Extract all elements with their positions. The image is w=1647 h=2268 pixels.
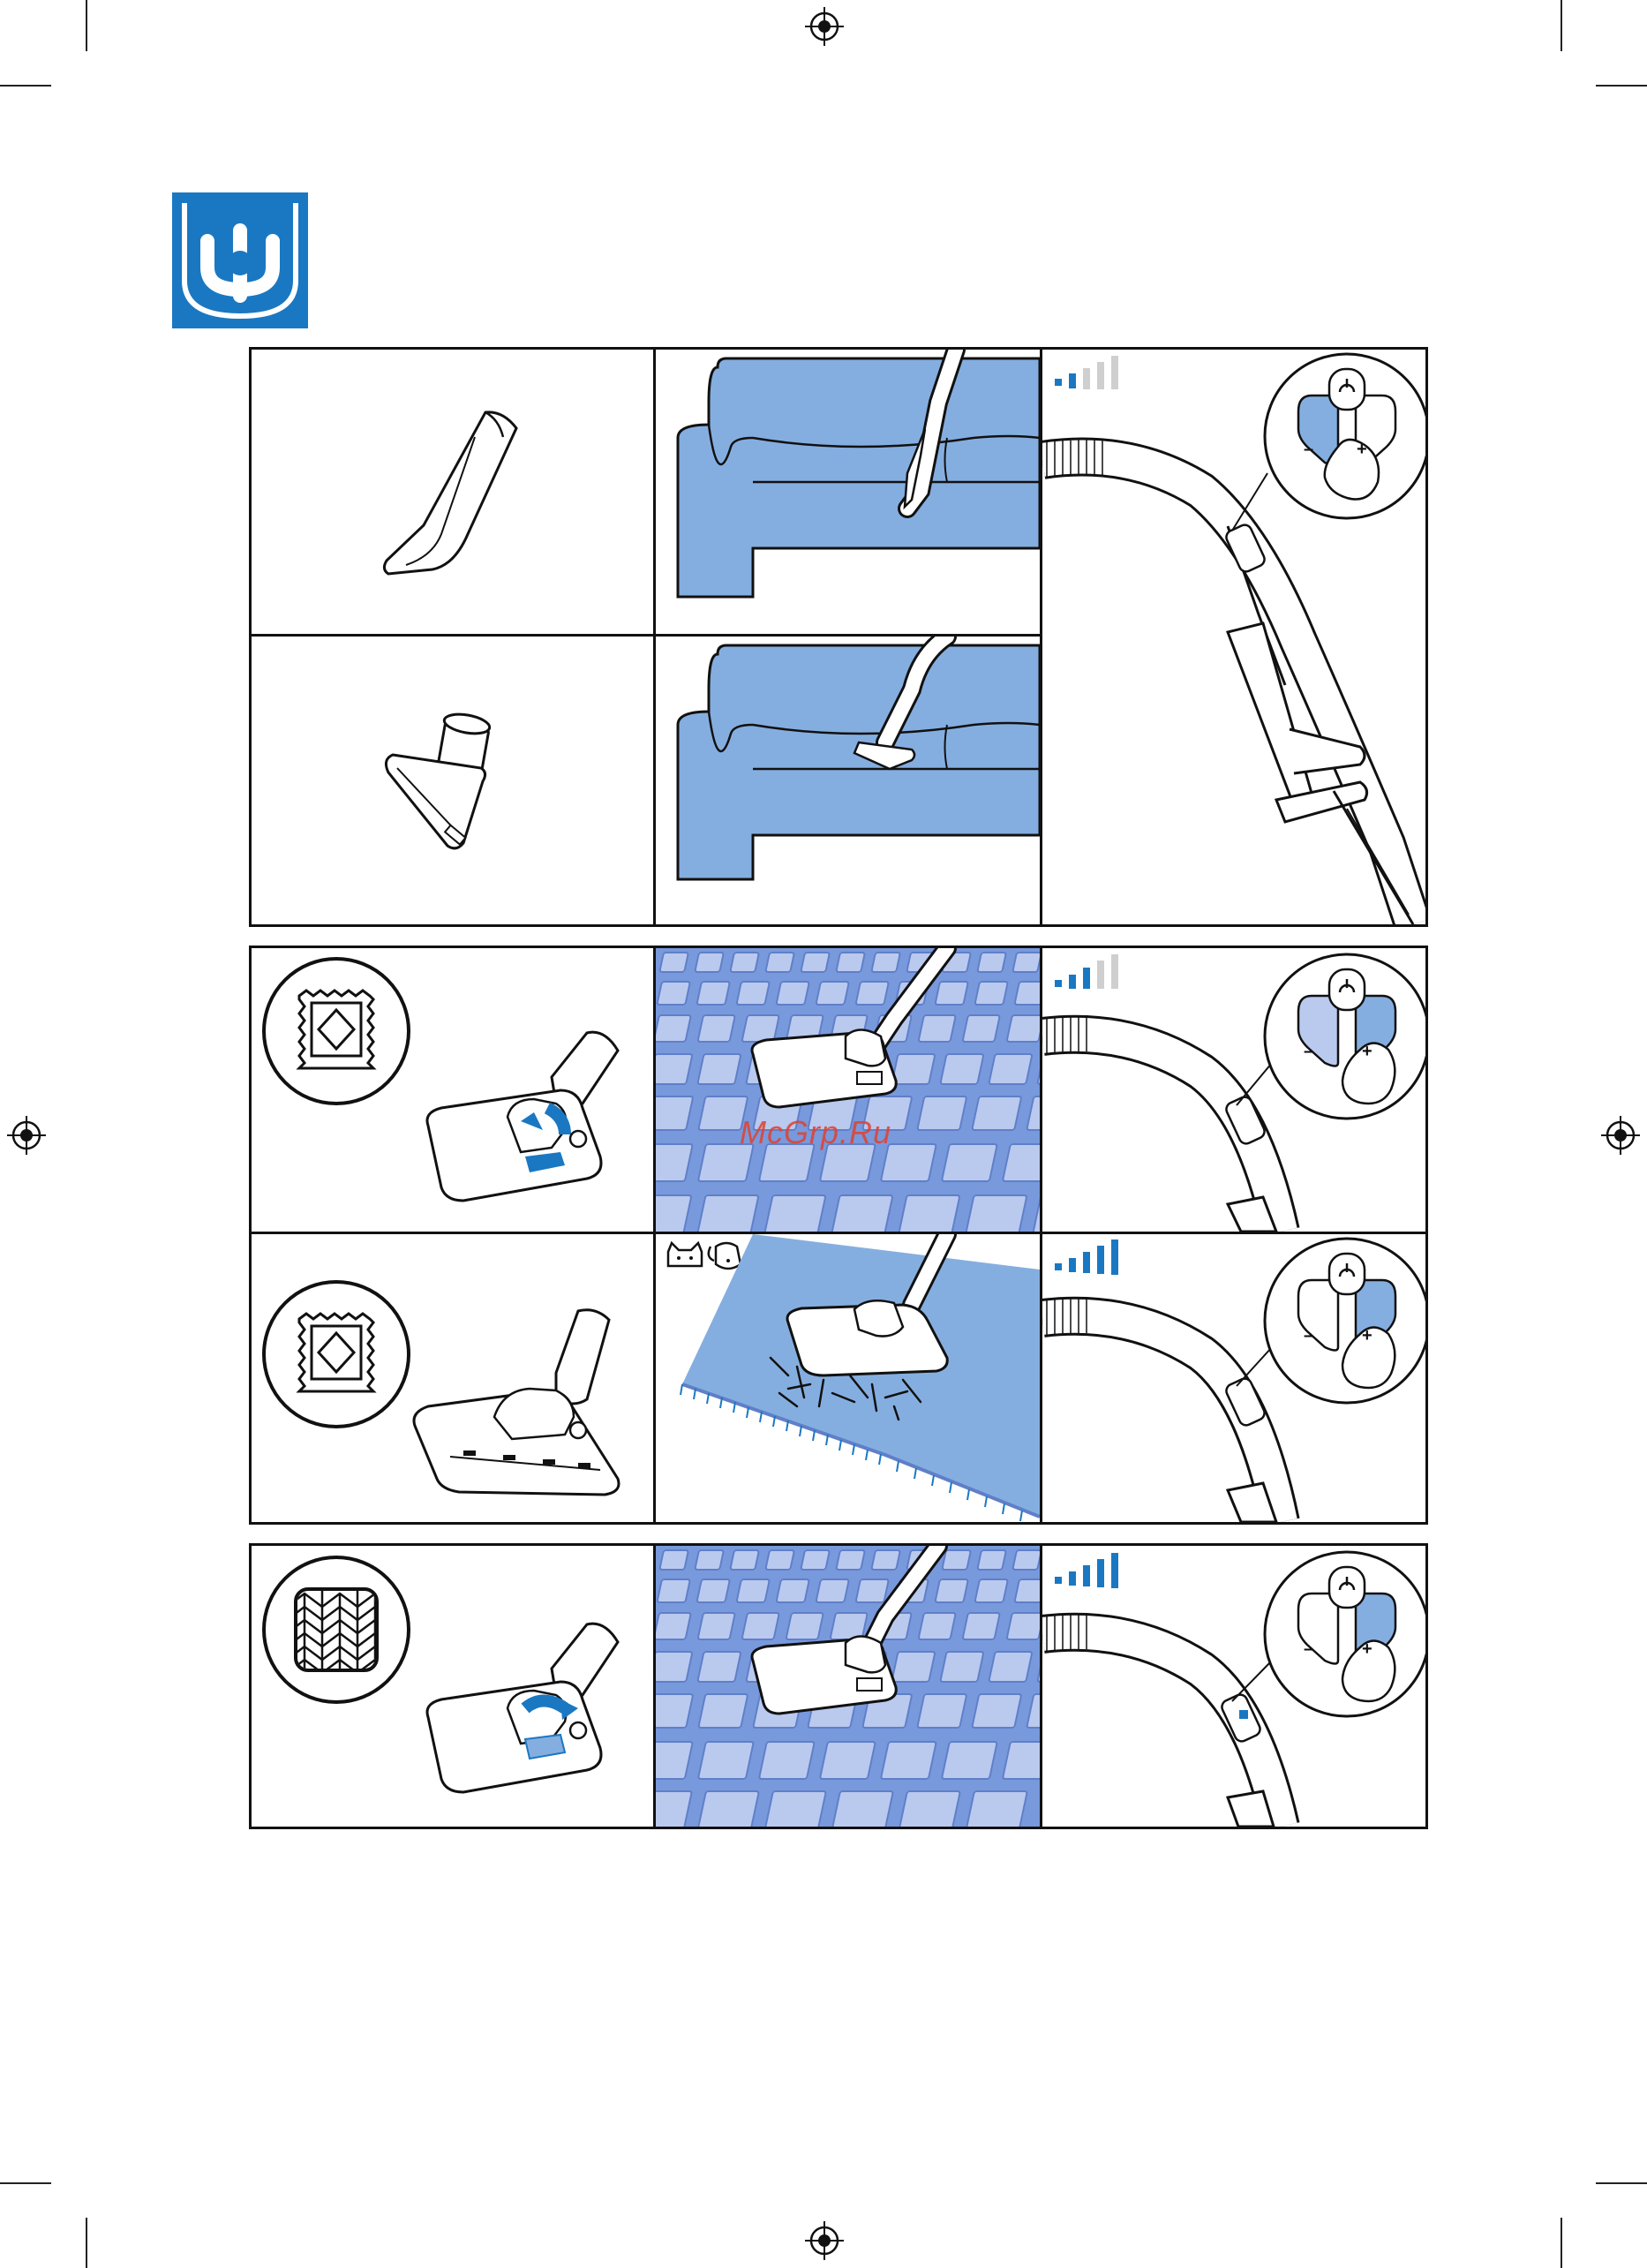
plus-button-label: + xyxy=(1357,440,1367,459)
watermark-text: McGrp.Ru xyxy=(740,1114,891,1151)
minus-button-label: – xyxy=(1304,440,1313,459)
parquet-floor-icon xyxy=(260,1554,412,1706)
hard-floor-icon xyxy=(260,955,412,1107)
power-level-indicator xyxy=(1055,1239,1118,1275)
floor-nozzle-hard-floor-icon xyxy=(410,1024,649,1214)
sofa-crevice-scene xyxy=(656,350,1040,634)
crop-mark xyxy=(1596,85,1647,87)
minus-button-label: – xyxy=(1304,1639,1313,1659)
control-zoom xyxy=(1265,1239,1425,1403)
power-level-indicator xyxy=(1055,1553,1118,1588)
minus-button-label: – xyxy=(1304,1042,1313,1061)
carpet-pet-hair-scene xyxy=(656,1234,1040,1522)
power-level-indicator xyxy=(1055,954,1118,989)
parquet-floor-scene xyxy=(656,1546,1040,1827)
hard-floor-scene xyxy=(656,948,1040,1232)
crop-mark xyxy=(1596,2182,1647,2184)
crop-mark xyxy=(86,2218,87,2268)
plus-button-label: + xyxy=(1362,1326,1372,1345)
control-zoom xyxy=(1265,954,1425,1119)
cat-dog-icon xyxy=(668,1243,741,1269)
registration-mark-icon xyxy=(805,2221,844,2260)
floor-nozzle-carpet-icon xyxy=(397,1302,644,1514)
crop-mark xyxy=(1561,0,1562,51)
power-level-indicator xyxy=(1055,356,1118,389)
control-zoom xyxy=(1265,354,1425,518)
hose-control-hard-floor-scene: – + xyxy=(1042,948,1425,1232)
crop-mark xyxy=(0,85,51,87)
crop-mark xyxy=(86,0,87,51)
control-zoom xyxy=(1265,1552,1425,1716)
carpet-icon xyxy=(260,1278,412,1430)
upholstery-nozzle-icon xyxy=(375,706,525,856)
hose-handle-control-scene: – + xyxy=(1042,350,1425,924)
plus-button-label: + xyxy=(1362,1639,1372,1659)
floor-nozzle-parquet-icon xyxy=(410,1616,649,1805)
hose-control-parquet-scene: – + xyxy=(1042,1546,1425,1827)
registration-mark-icon xyxy=(805,7,844,46)
registration-mark-icon xyxy=(7,1116,46,1155)
hose-control-carpet-scene: – + xyxy=(1042,1234,1425,1522)
crop-mark xyxy=(0,2182,51,2184)
vacuum-hand-logo-icon xyxy=(172,192,308,328)
plus-button-label: + xyxy=(1362,1042,1372,1061)
minus-button-label: – xyxy=(1304,1326,1313,1345)
registration-mark-icon xyxy=(1601,1116,1640,1155)
crop-mark xyxy=(1561,2218,1562,2268)
sofa-upholstery-scene xyxy=(656,637,1040,924)
crevice-tool-icon xyxy=(371,402,538,587)
